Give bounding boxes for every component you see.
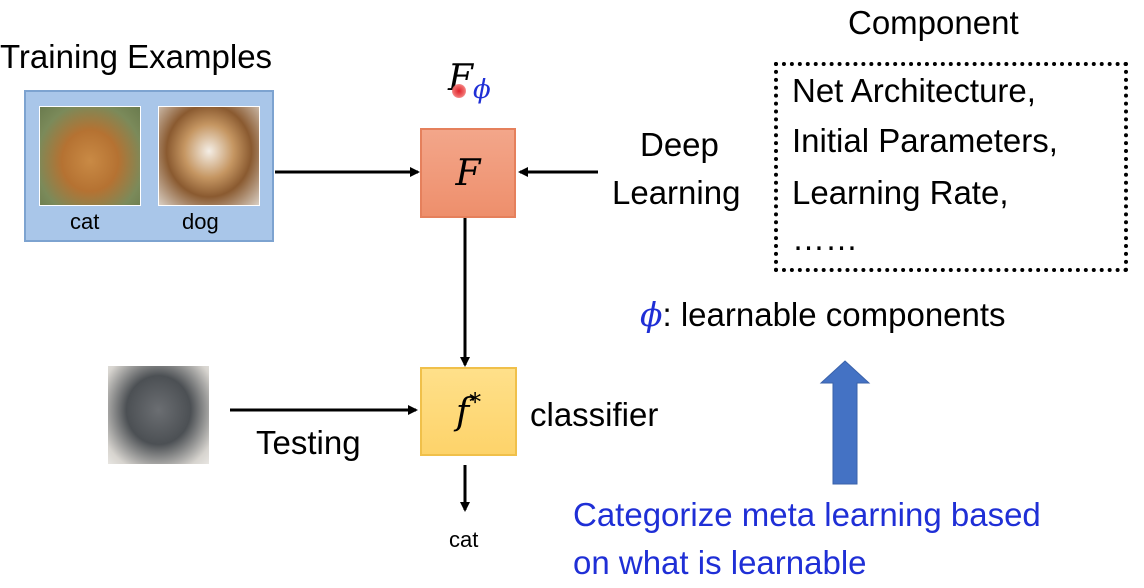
learning-algorithm-box: F [420,128,516,218]
note-line1: Categorize meta learning based [573,496,1041,533]
blue-up-arrow [819,360,871,485]
component-item: Learning Rate, [792,174,1009,211]
training-examples-title: Training Examples [0,38,273,75]
dog-image [158,106,260,206]
component-item: Initial Parameters, [792,122,1058,159]
cursor-dot [452,84,466,98]
learning-algorithm-symbol: F [455,152,481,194]
f-phi-subscript: ϕ [472,75,491,105]
cat-label: cat [70,209,100,234]
dog-label: dog [182,209,219,234]
classifier-label: classifier [530,396,659,433]
component-box [774,62,1128,272]
note-line2: on what is learnable [573,544,867,581]
component-title: Component [848,4,1019,41]
deep-label: Deep [640,126,719,163]
phi-note: ϕ: learnable components [640,298,1006,331]
phi-symbol: ϕ [640,295,663,334]
component-item: …… [792,220,858,257]
testing-label: Testing [256,424,361,461]
test-cat-image [108,366,209,464]
classifier-superscript: * [469,387,482,416]
phi-note-text: : learnable components [662,296,1006,333]
classifier-output: cat [449,527,479,552]
classifier-box: f* [420,367,517,456]
component-item: Net Architecture, [792,72,1036,109]
learning-label: Learning [612,174,741,211]
classifier-symbol: f [455,391,470,433]
cat-image [39,106,141,206]
